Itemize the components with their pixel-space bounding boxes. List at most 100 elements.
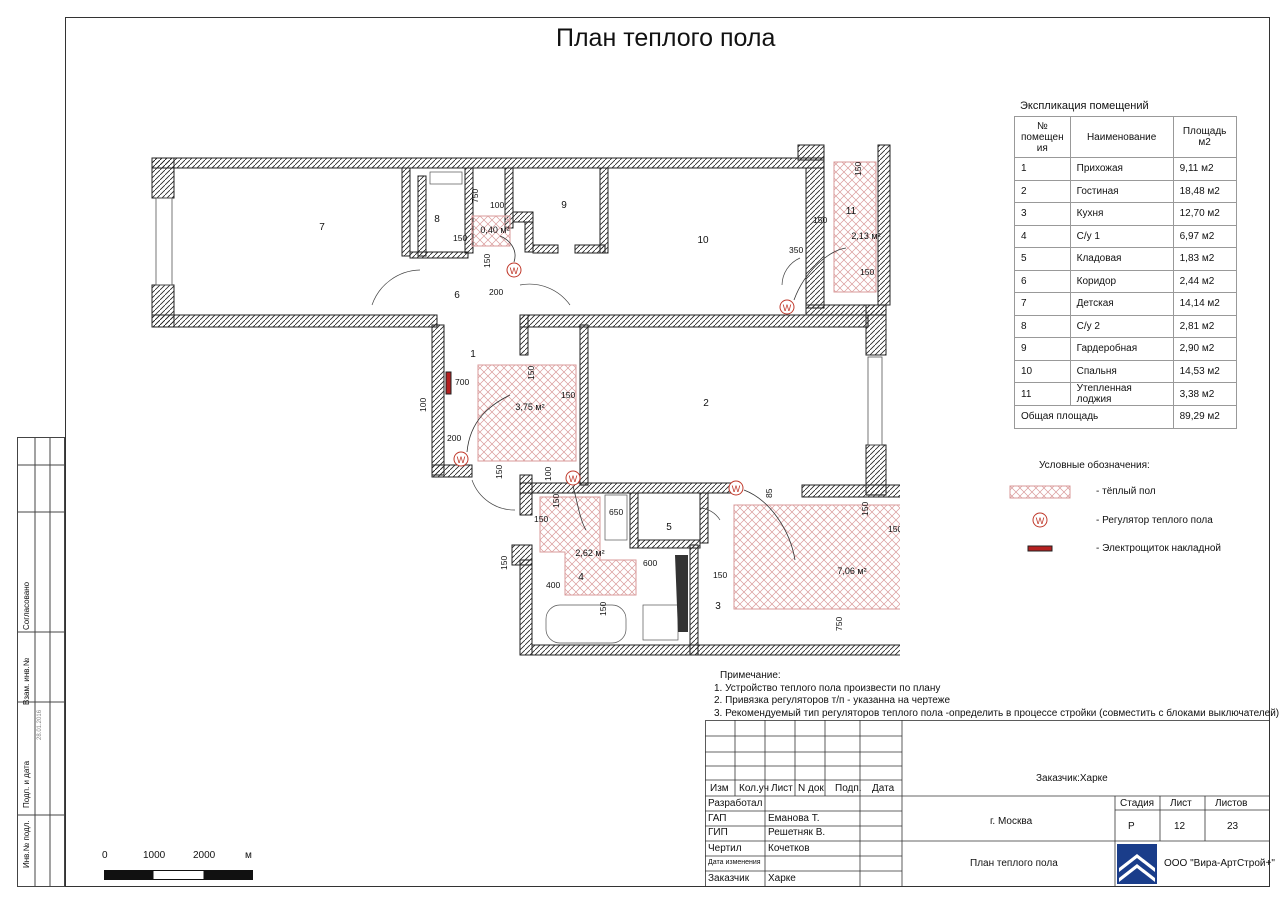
svg-text:750: 750 [470, 189, 480, 203]
room-numbers: 1 2 3 4 5 6 7 8 9 10 11 [319, 200, 856, 612]
regulator-links [466, 235, 847, 561]
svg-text:6: 6 [454, 290, 460, 301]
svg-text:150: 150 [598, 602, 608, 616]
drawing-frame [65, 17, 1270, 887]
svg-text:W: W [510, 266, 519, 276]
heated-area-labels: 0,40 м² 2,13 м² 3,75 м² 2,62 м² 7,06 м² [480, 225, 880, 576]
svg-text:100: 100 [490, 200, 504, 210]
legend-symbols: W [1009, 485, 1071, 552]
explication-cell-num: 3 [1014, 202, 1071, 226]
explication-cell-num: 9 [1014, 337, 1071, 361]
svg-text:350: 350 [789, 245, 803, 255]
svg-text:W: W [457, 455, 466, 465]
explication-cell-area: 2,44 м2 [1172, 269, 1237, 293]
stamp-date-small: 28.01.2016 [37, 709, 43, 740]
explication-cell-name: Утепленная лоджия [1069, 382, 1174, 406]
tb-col-sign: Подп. [835, 783, 862, 794]
scale-label-unit: м [245, 850, 252, 861]
explication-cell-num: 5 [1014, 247, 1071, 271]
explication-cell-area: 1,83 м2 [1172, 247, 1237, 271]
svg-text:W: W [732, 484, 741, 494]
windows [155, 197, 883, 446]
explication-cell-num: 8 [1014, 314, 1071, 338]
svg-text:150: 150 [482, 254, 492, 268]
explication-header-num: № помещен ия [1014, 116, 1071, 158]
svg-text:150: 150 [561, 390, 575, 400]
svg-text:0,40 м²: 0,40 м² [480, 225, 509, 235]
explication-cell-name: Кладовая [1069, 247, 1174, 271]
walls [151, 144, 900, 656]
notes-item-2: 2. Привязка регуляторов т/п - указанна н… [714, 695, 951, 706]
explication-cell-num: 11 [1014, 382, 1071, 406]
explication-total-label: Общая площадь [1014, 405, 1174, 429]
scale-label-0: 0 [102, 850, 108, 861]
notes-heading: Примечание: [720, 670, 781, 681]
legend-regulator-label: - Регулятор теплого пола [1096, 515, 1213, 526]
explication-cell-area: 14,53 м2 [1172, 359, 1237, 383]
svg-text:2: 2 [703, 398, 709, 409]
svg-text:2,13 м²: 2,13 м² [851, 231, 880, 241]
tb-col-date: Дата [872, 783, 895, 794]
explication-header-area: Площадь м2 [1172, 116, 1237, 158]
tb-name-drawn: Кочетков [768, 843, 810, 854]
svg-text:150: 150 [551, 494, 561, 508]
svg-text:9: 9 [561, 200, 567, 211]
explication-cell-area: 18,48 м2 [1172, 179, 1237, 203]
explication-cell-name: Детская [1069, 292, 1174, 316]
explication-cell-name: Прихожая [1069, 157, 1174, 181]
stair-shaft [675, 555, 688, 632]
svg-text:W: W [569, 474, 578, 484]
svg-text:10: 10 [697, 235, 709, 246]
explication-cell-name: Спальня [1069, 359, 1174, 383]
notes-item-3: 3. Рекомендуемый тип регуляторов теплого… [714, 707, 1280, 719]
svg-text:150: 150 [713, 570, 727, 580]
svg-text:150: 150 [860, 502, 870, 516]
tb-col-kolvo: Кол.уч [739, 783, 769, 794]
explication-cell-name: Коридор [1069, 269, 1174, 293]
regulator-5: W [728, 480, 744, 496]
tb-sheets-value: 23 [1227, 821, 1239, 832]
floor-plan: W W W W W 1 2 3 4 5 6 7 8 9 10 11 0,40 м… [151, 144, 900, 656]
svg-text:7,06 м²: 7,06 м² [837, 566, 866, 576]
explication-cell-num: 10 [1014, 359, 1071, 383]
legend-heated-label: - тёплый пол [1096, 486, 1156, 497]
tb-col-doc: N док [798, 783, 824, 794]
tb-role-developed: Разработал [708, 798, 763, 809]
explication-total-value: 89,29 м2 [1172, 405, 1237, 429]
tb-name-customer: Харке [768, 873, 796, 884]
door-swings [371, 257, 801, 521]
explication-cell-num: 7 [1014, 292, 1071, 316]
tb-sheet-label: Лист [1170, 798, 1192, 809]
svg-text:200: 200 [447, 433, 461, 443]
explication-cell-area: 14,14 м2 [1172, 292, 1237, 316]
svg-text:150: 150 [494, 465, 504, 479]
tb-name-gap: Еманова Т. [768, 813, 820, 824]
svg-text:100: 100 [543, 467, 553, 481]
heated-areas [471, 161, 900, 610]
explication-cell-num: 4 [1014, 224, 1071, 248]
regulator-1: W [506, 262, 522, 278]
explication-cell-area: 9,11 м2 [1172, 157, 1237, 181]
legend-title: Условные обозначения: [1039, 460, 1150, 471]
side-stamp [17, 437, 65, 887]
tb-role-gap: ГАП [708, 813, 727, 824]
dimensions: 750 100 150 150 200 150 350 150 150 150 … [418, 162, 900, 631]
svg-text:400: 400 [546, 580, 560, 590]
explication-cell-area: 6,97 м2 [1172, 224, 1237, 248]
scale-label-2000: 2000 [193, 850, 216, 861]
svg-text:100: 100 [418, 398, 428, 412]
tb-role-changed: Дата изменения [708, 859, 761, 866]
tb-col-list: Лист [771, 783, 793, 794]
stamp-agreed: Согласовано [22, 581, 31, 630]
svg-text:7: 7 [319, 222, 325, 233]
svg-text:150: 150 [853, 162, 863, 176]
svg-text:150: 150 [499, 556, 509, 570]
